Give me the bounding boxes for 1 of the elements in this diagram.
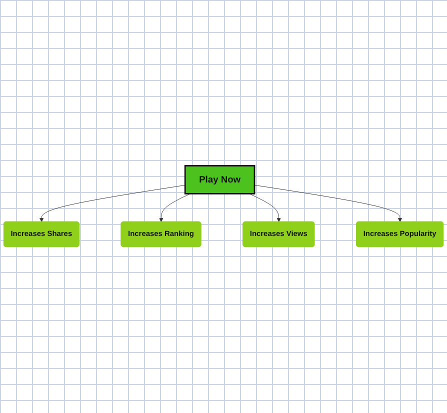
node-box: Play Now bbox=[184, 165, 256, 195]
